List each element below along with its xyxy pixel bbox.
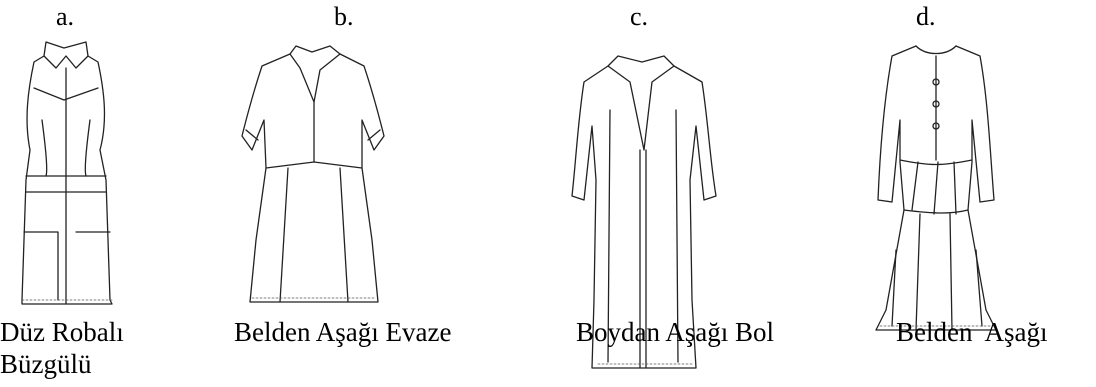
dress-d-drawing: [875, 45, 997, 331]
caption-b: Belden Aşağı Evaze: [234, 317, 452, 347]
coat-c-drawing: [571, 55, 717, 369]
label-b: b.: [334, 2, 354, 31]
caption-a-line2: Büzgülü: [0, 349, 92, 379]
label-c: c.: [630, 2, 649, 31]
dress-a-drawing: [21, 41, 113, 305]
label-a: a.: [56, 2, 75, 31]
caption-c: Boydan Aşağı Bol: [576, 317, 775, 347]
caption-a: Düz Robalı Büzgülü: [0, 316, 124, 380]
dress-b-drawing: [241, 45, 385, 303]
label-d: d.: [916, 2, 936, 31]
caption-d: Belden Aşağı: [896, 317, 1048, 347]
caption-a-line1: Düz Robalı: [0, 317, 124, 347]
